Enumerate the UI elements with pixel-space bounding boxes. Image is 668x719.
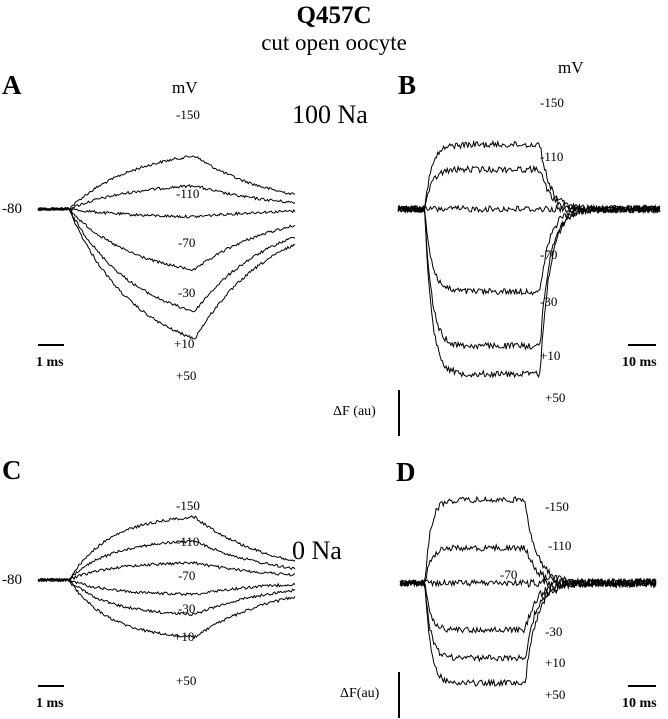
trace-label: +50 xyxy=(545,390,566,405)
trace-label: +50 xyxy=(176,368,197,383)
panel-a-time-scale-label: 1 ms xyxy=(36,355,64,370)
panel-d-time-scale-label: 10 ms xyxy=(622,696,657,711)
panel-b-time-scale-label: 10 ms xyxy=(622,355,657,370)
trace-label: -110 xyxy=(548,538,572,553)
panel-letter-d: D xyxy=(396,457,416,487)
panel-a-unit-label: mV xyxy=(172,78,198,97)
panel-b-trace-plus10 xyxy=(397,204,661,351)
panel-c-trace-minus70 xyxy=(37,560,296,583)
panel-a-trace-minus150 xyxy=(37,155,296,212)
panel-d-df-scale-label: ΔF(au) xyxy=(340,686,380,701)
panel-c-time-scale-label: 1 ms xyxy=(36,696,64,711)
trace-label: +10 xyxy=(540,348,561,363)
panel-a-trace-minus70 xyxy=(37,206,296,219)
panel-b-trace-minus30 xyxy=(397,204,661,296)
trace-label: -150 xyxy=(176,498,200,513)
trace-label: +10 xyxy=(545,655,566,670)
panel-c-holding-label: -80 xyxy=(2,572,22,588)
panel-d-trace-minus110 xyxy=(399,543,657,589)
panel-d-trace-minus150 xyxy=(399,495,657,589)
panel-b-trace-minus150 xyxy=(397,139,661,215)
trace-label: -70 xyxy=(178,235,196,250)
trace-label: -70 xyxy=(500,567,518,582)
panel-letter-b: B xyxy=(398,70,417,100)
figure-subtitle: cut open oocyte xyxy=(261,30,407,55)
panel-d-trace-minus30 xyxy=(399,577,657,634)
trace-label: -150 xyxy=(540,95,564,110)
panel-c-trace-plus10 xyxy=(37,577,296,617)
panel-a-condition: 100 Na xyxy=(292,100,368,129)
trace-label: -70 xyxy=(178,568,196,583)
panel-c-trace-minus150 xyxy=(37,515,296,582)
panel-a-holding-label: -80 xyxy=(2,201,22,217)
panel-c-trace-minus30 xyxy=(37,577,296,597)
trace-label: +50 xyxy=(545,687,566,702)
trace-label: -150 xyxy=(545,499,569,514)
panel-b-trace-plus50 xyxy=(397,204,661,379)
trace-label: +10 xyxy=(174,336,195,351)
panel-d-trace-plus50 xyxy=(400,577,657,688)
panel-a-trace-minus30 xyxy=(37,206,296,272)
panel-b-trace-minus110 xyxy=(397,164,661,214)
panel-c-trace-plus50 xyxy=(37,577,296,640)
panel-letter-c: C xyxy=(2,455,22,485)
trace-label: -70 xyxy=(540,247,558,262)
trace-label: -110 xyxy=(540,149,564,164)
trace-label: -110 xyxy=(176,186,200,201)
panel-c-trace-minus110 xyxy=(37,539,296,583)
trace-label: -150 xyxy=(176,107,200,122)
trace-label: -30 xyxy=(545,624,563,639)
panel-b-unit-label: mV xyxy=(558,58,584,77)
panel-letter-a: A xyxy=(2,70,22,100)
trace-label: -110 xyxy=(176,534,200,549)
panel-b-df-scale-label: ΔF (au) xyxy=(333,404,376,419)
panel-a-trace-plus10 xyxy=(37,206,296,313)
figure-title: Q457C xyxy=(296,2,372,29)
trace-label: -30 xyxy=(178,285,196,300)
panel-a-trace-plus50 xyxy=(37,206,296,340)
panel-a-trace-minus110 xyxy=(37,183,296,212)
panel-c-condition: 0 Na xyxy=(292,536,342,565)
trace-label: +50 xyxy=(176,673,197,688)
